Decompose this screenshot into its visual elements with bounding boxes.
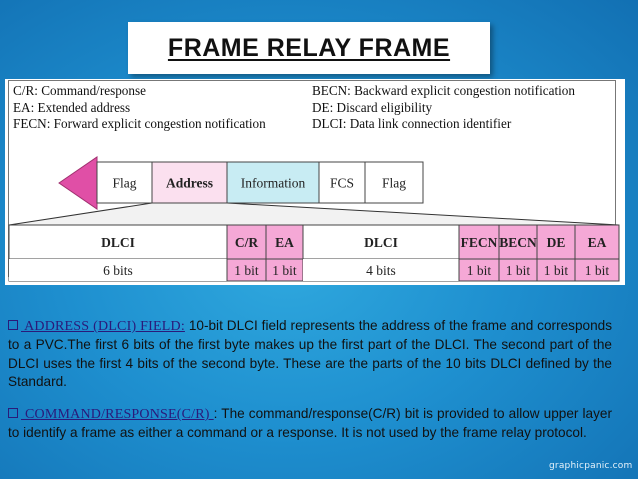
address-field-size: 6 bits: [103, 263, 133, 278]
address-field-size: 1 bit: [467, 263, 492, 278]
frame-field-label: FCS: [330, 176, 354, 191]
address-field-fecn: [458, 224, 500, 260]
legend-left: C/R: Command/response EA: Extended addre…: [13, 83, 266, 133]
address-field-label: EA: [275, 235, 294, 250]
frame-field-flag: [364, 161, 424, 204]
address-field-dlci: [302, 224, 460, 260]
paragraph-address-text: 10-bit DLCI field represents the address…: [8, 318, 612, 389]
slide-title: FRAME RELAY FRAME: [167, 33, 451, 62]
address-field-size: 1 bit: [272, 263, 297, 278]
frame-field-label: Flag: [112, 176, 136, 191]
paragraph-address: ADDRESS (DLCI) FIELD: 10-bit DLCI field …: [8, 317, 612, 391]
checkbox-bullet-icon: [8, 320, 18, 330]
address-field-size: 4 bits: [366, 263, 396, 278]
legend-item-fecn: FECN: Forward explicit congestion notifi…: [13, 116, 266, 131]
frame-field-label: Information: [241, 176, 306, 191]
address-field-label: EA: [588, 235, 607, 250]
watermark: graphicpanic.com: [549, 461, 633, 471]
address-field-size: 1 bit: [544, 263, 569, 278]
paragraph-command-response-text: : The command/response(C/R) bit is provi…: [8, 406, 612, 441]
frame-field-fcs: [318, 161, 366, 204]
size-cell: [574, 258, 620, 282]
slide-body: ADDRESS (DLCI) FIELD: 10-bit DLCI field …: [8, 317, 612, 457]
size-cell: [9, 259, 227, 281]
expansion-area: [9, 203, 619, 225]
heading-address-dlci: ADDRESS (DLCI) FIELD:: [21, 319, 185, 334]
address-field-label: BECN: [499, 235, 537, 250]
legend-right: BECN: Backward explicit congestion notif…: [312, 83, 575, 133]
legend-item-de: DE: Discard eligibility: [312, 99, 433, 115]
paragraph-command-response: COMMAND/RESPONSE(C/R) : The command/resp…: [8, 405, 612, 443]
frame-field-flag: [96, 161, 153, 204]
address-field-de: [536, 224, 576, 260]
address-field-label: DE: [547, 235, 566, 250]
address-field-label: DLCI: [364, 235, 398, 250]
expansion-line-left: [8, 202, 153, 226]
legend-item-ea: EA: Extended address: [13, 99, 131, 115]
frame-field-information: [226, 161, 320, 204]
frame-fields: Flag Address Information FCS Flag: [96, 161, 424, 204]
address-field-ea: [265, 224, 304, 260]
checkbox-bullet-icon: [8, 408, 18, 419]
address-field-becn: [498, 224, 538, 260]
address-field-size: 1 bit: [234, 263, 259, 278]
address-field-sizes: 6 bits 1 bit 1 bit 4 bits 1 bit 1 bit 1 bit 1 b…: [8, 258, 620, 282]
heading-command-response: COMMAND/RESPONSE(C/R): [21, 407, 214, 423]
address-field-label: FECN: [461, 235, 498, 250]
address-field-label: C/R: [235, 235, 259, 250]
frame-figure: C/R: Command/response EA: Extended addre…: [5, 79, 625, 285]
frame-field-label: Address: [166, 176, 213, 191]
address-field-ea: [574, 224, 620, 260]
legend-item-cr: C/R: Command/response: [13, 83, 146, 98]
legend-item-dlci: DLCI: Data link connection identifier: [312, 116, 512, 131]
address-field-label: DLCI: [101, 235, 135, 250]
frame-field-label: Flag: [382, 176, 406, 191]
legend-item-becn: BECN: Backward explicit congestion notif…: [312, 83, 575, 98]
address-field-size: 1 bit: [506, 263, 531, 278]
size-cell: [303, 259, 459, 281]
address-field-size: 1 bit: [585, 263, 610, 278]
expansion-line-right: [226, 202, 620, 226]
address-field-dlci: [8, 224, 228, 260]
title-bar: FRAME RELAY FRAME: [128, 22, 490, 74]
